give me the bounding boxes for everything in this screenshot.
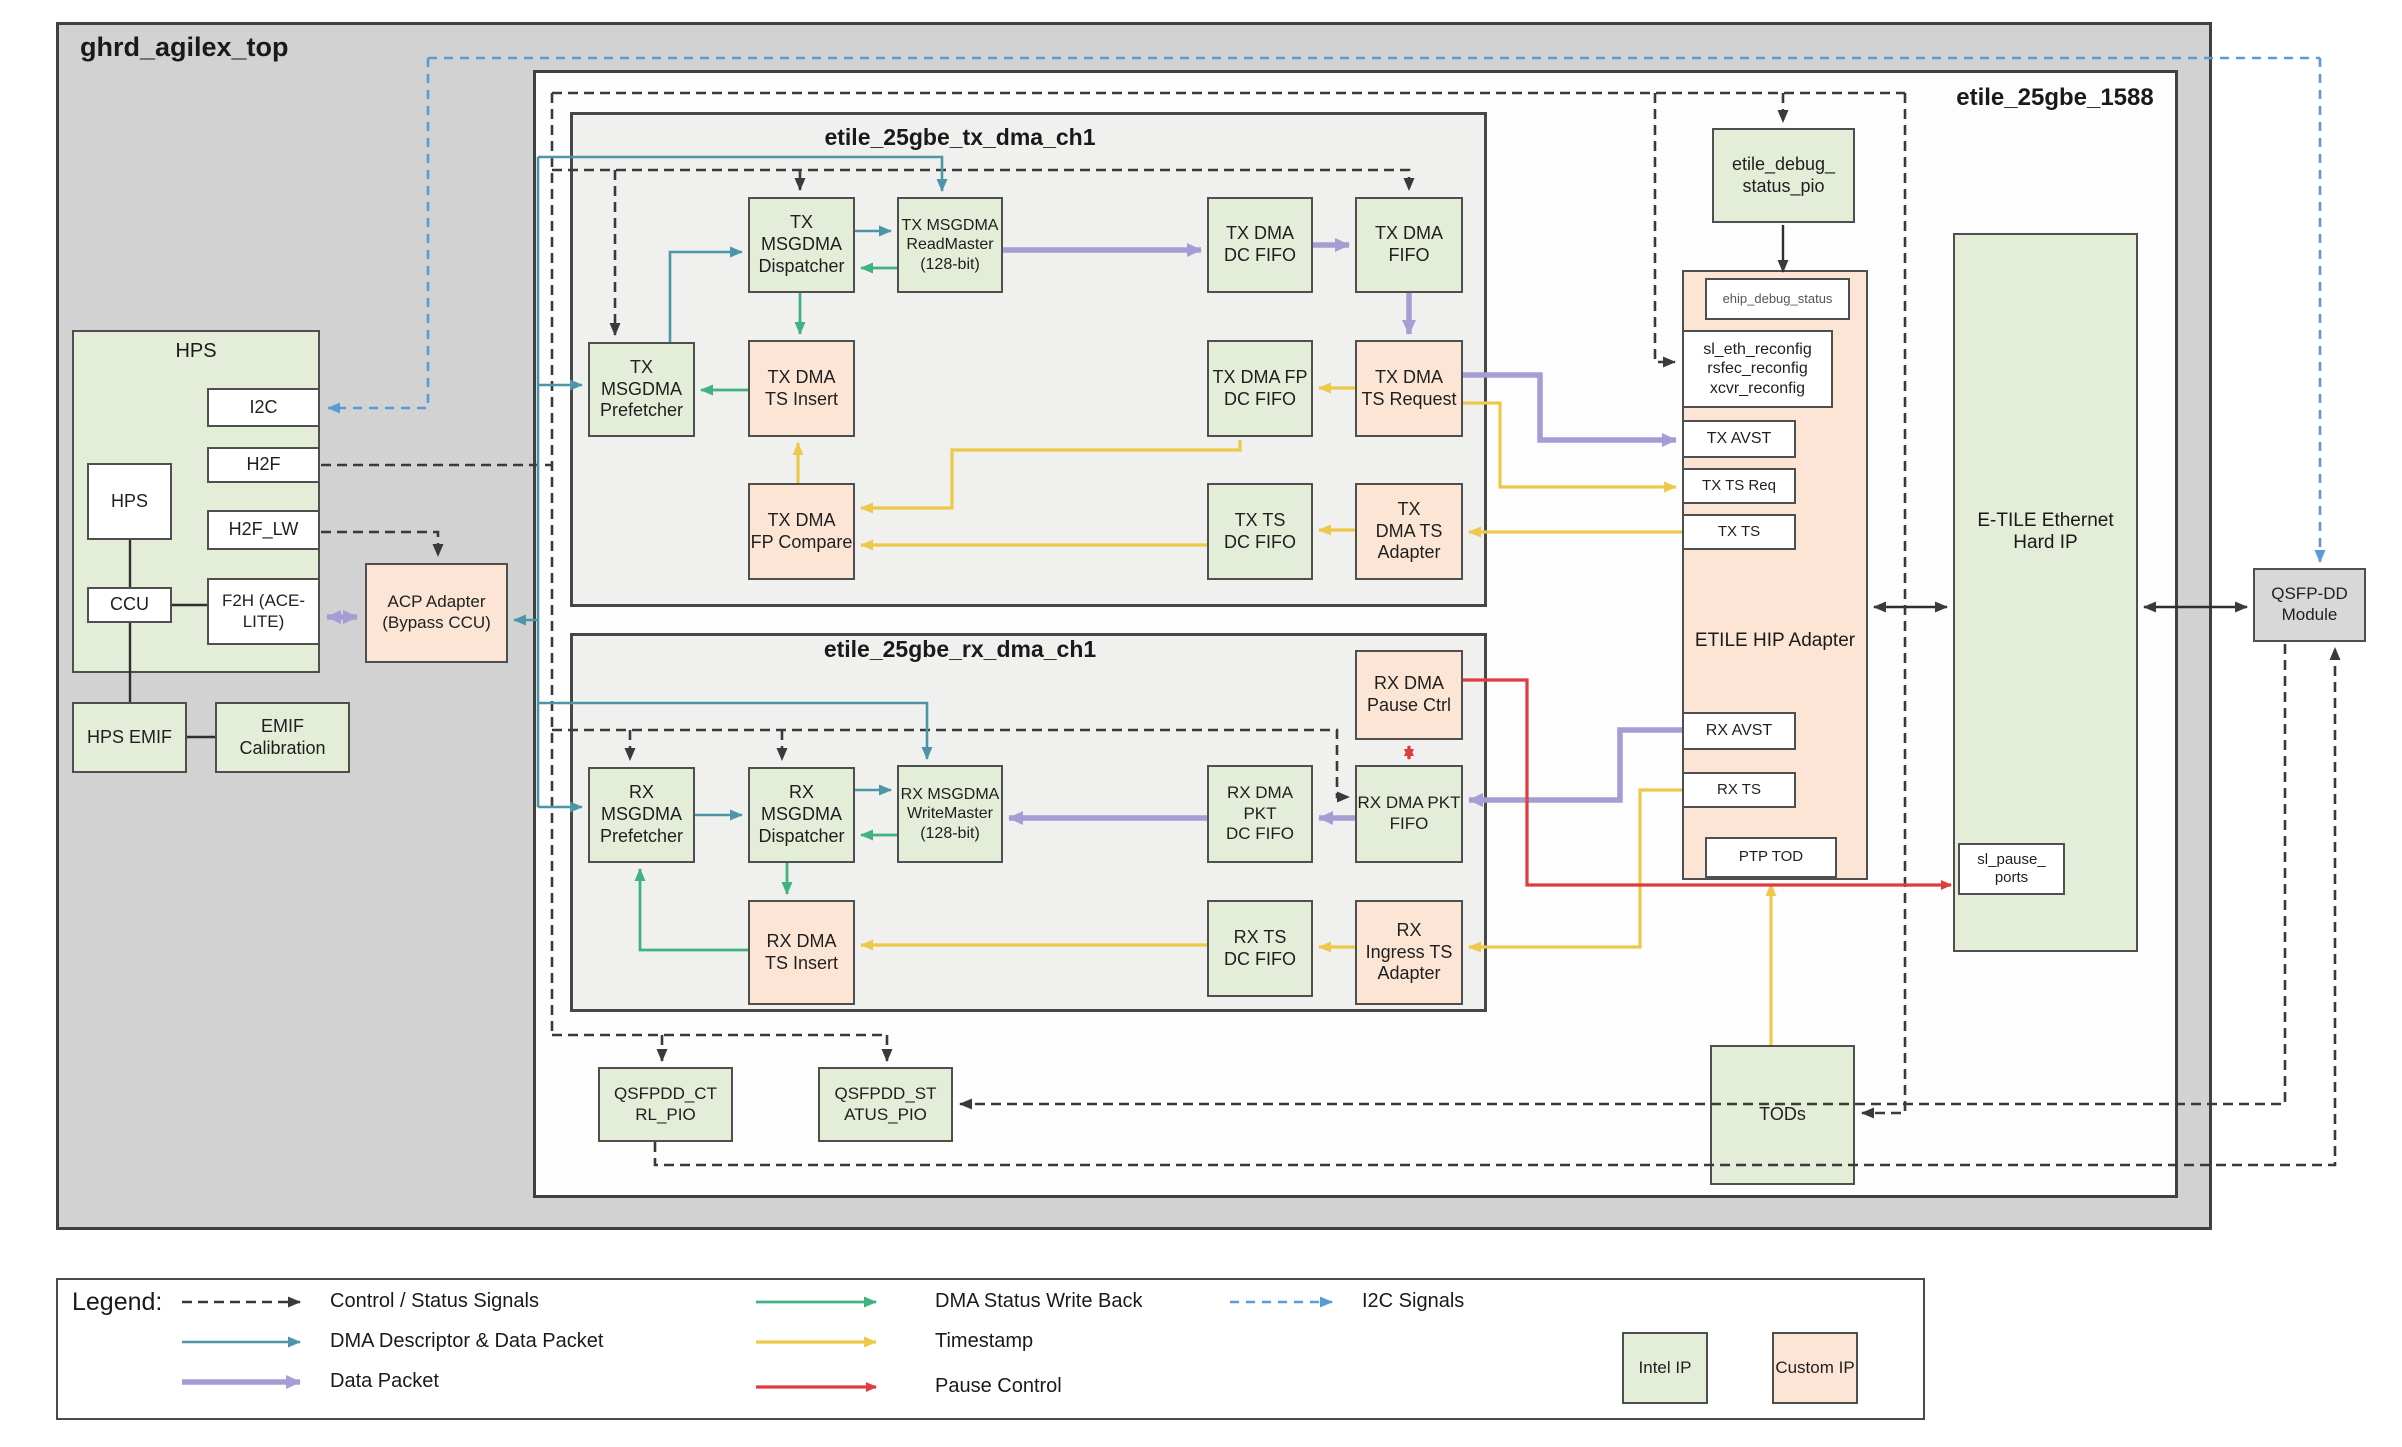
block-rx-dma-ts-insert: RX DMA TS Insert	[748, 900, 855, 1005]
block-rx-ingress-ts-adapter: RX Ingress TS Adapter	[1355, 900, 1463, 1005]
block-tx-msgdma-readmaster: TX MSGDMA ReadMaster (128-bit)	[897, 197, 1003, 293]
legend-panel	[56, 1278, 1925, 1420]
legend-label-dma-descriptor: DMA Descriptor & Data Packet	[330, 1330, 604, 1352]
port-rx-avst: RX AVST	[1682, 712, 1796, 750]
legend-custom-ip-swatch: Custom IP	[1772, 1332, 1858, 1404]
rx-dma-channel-panel	[570, 633, 1487, 1012]
block-tx-msgdma-prefetcher: TX MSGDMA Prefetcher	[588, 342, 695, 437]
block-etile-debug-status-pio: etile_debug_ status_pio	[1712, 128, 1855, 223]
etile-hip-adapter-title: ETILE HIP Adapter	[1694, 630, 1856, 651]
block-rx-msgdma-dispatcher: RX MSGDMA Dispatcher	[748, 767, 855, 863]
block-h2f-lw: H2F_LW	[207, 510, 320, 550]
block-emif-calibration: EMIF Calibration	[215, 702, 350, 773]
block-qsfpdd-status-pio: QSFPDD_ST ATUS_PIO	[818, 1067, 953, 1142]
block-qsfp-dd-module: QSFP-DD Module	[2253, 568, 2366, 642]
port-rx-ts: RX TS	[1682, 772, 1796, 808]
port-tx-avst: TX AVST	[1682, 420, 1796, 458]
block-tx-dma-fp-compare: TX DMA FP Compare	[748, 483, 855, 580]
block-tx-ts-dc-fifo: TX TS DC FIFO	[1207, 483, 1313, 580]
block-tx-dma-fp-dc-fifo: TX DMA FP DC FIFO	[1207, 340, 1313, 437]
tx-channel-title: etile_25gbe_tx_dma_ch1	[824, 124, 1096, 150]
etile-hard-ip-label: E-TILE Ethernet Hard IP	[1977, 510, 2114, 553]
etile-1588-title: etile_25gbe_1588	[1956, 84, 2154, 111]
tx-dma-channel-panel	[570, 112, 1487, 607]
block-tods: TODs	[1710, 1045, 1855, 1185]
block-acp-adapter: ACP Adapter (Bypass CCU)	[365, 563, 508, 663]
block-tx-dma-ts-insert: TX DMA TS Insert	[748, 340, 855, 437]
legend-label-i2c: I2C Signals	[1362, 1290, 1465, 1312]
port-tx-ts: TX TS	[1682, 514, 1796, 550]
block-qsfpdd-ctrl-pio: QSFPDD_CT RL_PIO	[598, 1067, 733, 1142]
block-hps-core: HPS	[87, 463, 172, 540]
block-i2c: I2C	[207, 388, 320, 427]
legend-label-dma-status: DMA Status Write Back	[935, 1290, 1143, 1312]
block-tx-msgdma-dispatcher: TX MSGDMA Dispatcher	[748, 197, 855, 293]
legend-label-data-packet: Data Packet	[330, 1370, 439, 1392]
block-tx-dma-fifo: TX DMA FIFO	[1355, 197, 1463, 293]
block-h2f: H2F	[207, 447, 320, 483]
port-ptp-tod: PTP TOD	[1705, 837, 1837, 878]
hps-title: HPS	[175, 340, 217, 362]
block-rx-dma-pkt-dc-fifo: RX DMA PKT DC FIFO	[1207, 765, 1313, 863]
port-ehip-debug-status: ehip_debug_status	[1705, 278, 1850, 320]
block-tx-dma-ts-adapter: TX DMA TS Adapter	[1355, 483, 1463, 580]
block-rx-ts-dc-fifo: RX TS DC FIFO	[1207, 900, 1313, 997]
block-rx-dma-pause-ctrl: RX DMA Pause Ctrl	[1355, 650, 1463, 740]
port-reconfig: sl_eth_reconfig rsfec_reconfig xcvr_reco…	[1682, 330, 1833, 408]
port-sl-pause-ports: sl_pause_ ports	[1958, 843, 2065, 895]
block-f2h-ace-lite: F2H (ACE- LITE)	[207, 578, 320, 645]
ghrd-title: ghrd_agilex_top	[80, 32, 289, 62]
block-tx-dma-dc-fifo: TX DMA DC FIFO	[1207, 197, 1313, 293]
block-rx-msgdma-writemaster: RX MSGDMA WriteMaster (128-bit)	[897, 765, 1003, 863]
legend-title: Legend:	[72, 1288, 163, 1316]
legend-label-pause-control: Pause Control	[935, 1375, 1062, 1397]
port-tx-ts-req: TX TS Req	[1682, 468, 1796, 504]
legend-label-timestamp: Timestamp	[935, 1330, 1034, 1352]
block-rx-dma-pkt-fifo: RX DMA PKT FIFO	[1355, 765, 1463, 863]
block-rx-msgdma-prefetcher: RX MSGDMA Prefetcher	[588, 767, 695, 863]
legend-label-control: Control / Status Signals	[330, 1290, 539, 1312]
rx-channel-title: etile_25gbe_rx_dma_ch1	[823, 636, 1097, 662]
legend-intel-ip-swatch: Intel IP	[1622, 1332, 1708, 1404]
block-ccu: CCU	[87, 587, 172, 623]
block-hps-emif: HPS EMIF	[72, 702, 187, 773]
block-tx-dma-ts-request: TX DMA TS Request	[1355, 340, 1463, 437]
